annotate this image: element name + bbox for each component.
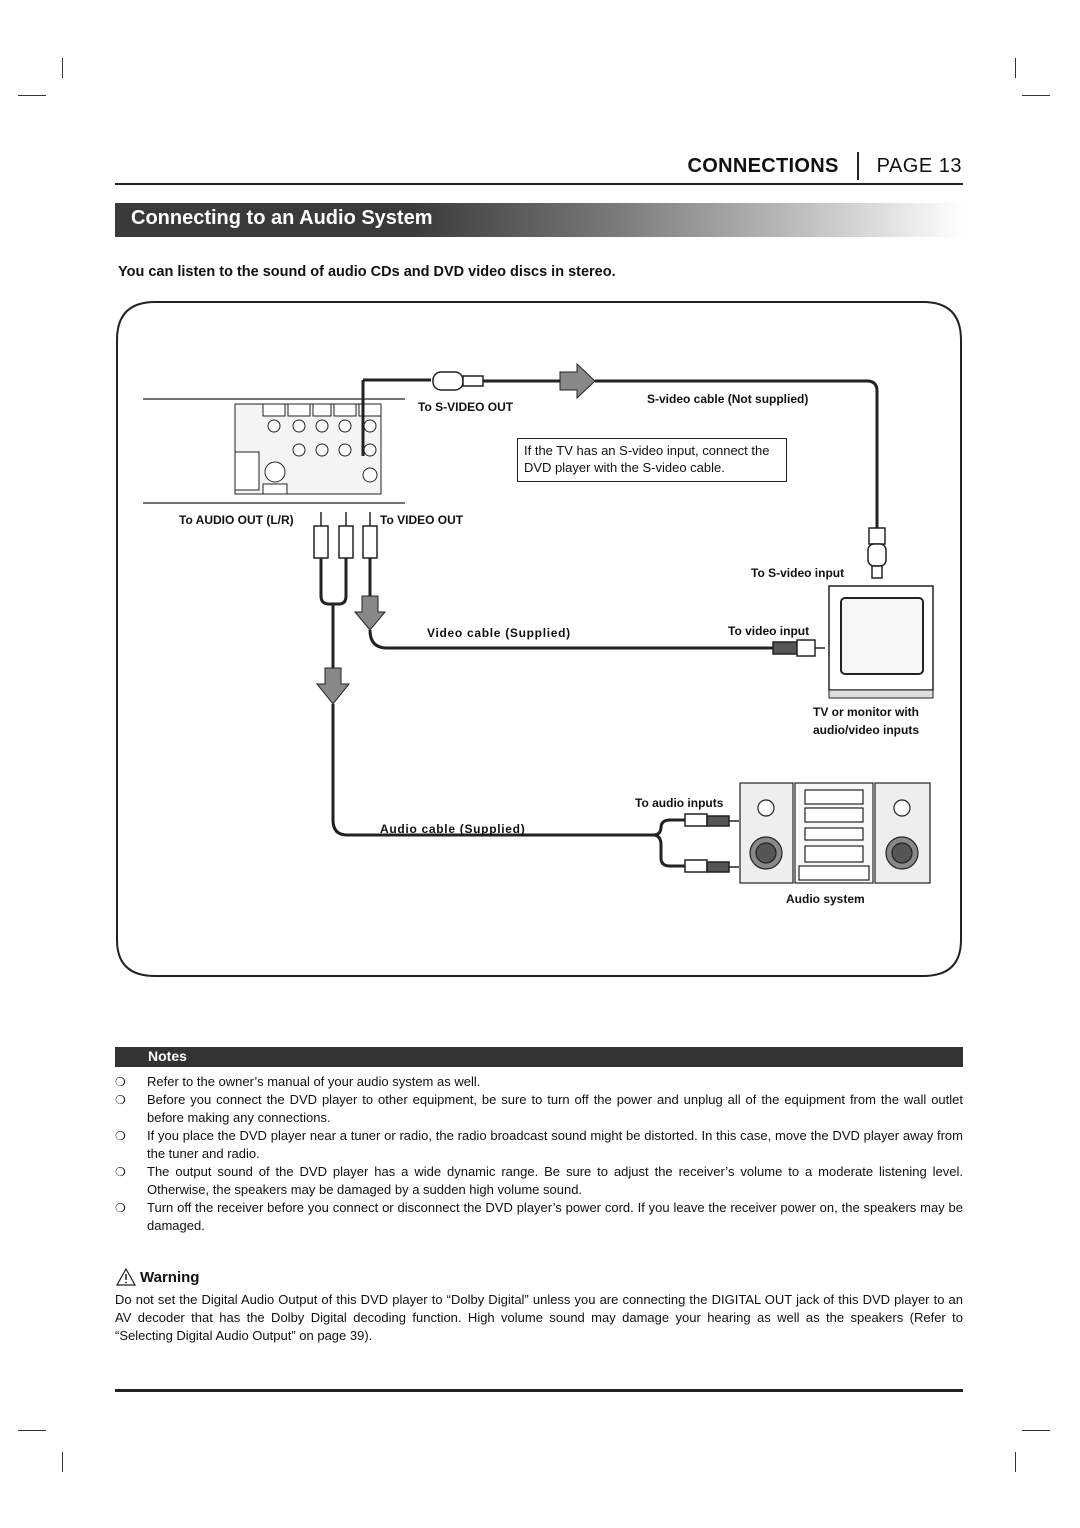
bullet-icon: ❍ [115, 1201, 126, 1215]
label-svideo-cable: S-video cable (Not supplied) [647, 392, 809, 406]
crop-mark [1015, 1452, 1016, 1472]
label-to-video-input: To video input [728, 624, 810, 638]
bullet-icon: ❍ [115, 1165, 126, 1179]
footer-rule [115, 1389, 963, 1392]
label-to-svideo-input: To S-video input [751, 566, 845, 580]
warning-text: Do not set the Digital Audio Output of t… [115, 1292, 963, 1343]
intro-text: You can listen to the sound of audio CDs… [118, 264, 616, 280]
bullet-icon: ❍ [115, 1075, 126, 1089]
list-item: ❍The output sound of the DVD player has … [115, 1164, 963, 1197]
rca-plug-tv [772, 639, 825, 657]
list-item: ❍Refer to the owner’s manual of your aud… [115, 1074, 481, 1089]
crop-mark [1022, 1430, 1050, 1431]
page-header: CONNECTIONS PAGE 13 [688, 152, 963, 180]
connection-diagram: To S-VIDEO OUT S-video cable (Not suppli… [115, 300, 963, 978]
crop-mark [62, 1452, 63, 1472]
crop-mark [1022, 95, 1050, 96]
page-title: Connecting to an Audio System [131, 207, 433, 229]
label-tv-caption-2: audio/video inputs [813, 723, 920, 737]
diagram-drawing [116, 301, 962, 977]
crop-mark [18, 1430, 46, 1431]
list-item: ❍If you place the DVD player near a tune… [115, 1128, 963, 1161]
label-tv-caption-1: TV or monitor with [813, 705, 919, 719]
warning-header: Warning [116, 1268, 199, 1286]
svideo-plug-tv [867, 527, 887, 579]
page-number: PAGE 13 [876, 154, 962, 177]
list-item: ❍Turn off the receiver before you connec… [115, 1200, 963, 1233]
notes-header: Notes [115, 1047, 963, 1067]
dvd-rear-panel [234, 403, 382, 495]
svideo-plug-top [432, 371, 484, 391]
header-rule [115, 183, 963, 185]
svideo-callout: If the TV has an S-video input, connect … [517, 438, 787, 482]
bullet-icon: ❍ [115, 1093, 126, 1107]
label-to-audio-inputs: To audio inputs [635, 796, 724, 810]
label-to-audio-out: To AUDIO OUT (L/R) [179, 513, 294, 527]
header-divider [856, 152, 859, 180]
crop-mark [62, 58, 63, 78]
label-audio-system: Audio system [786, 892, 865, 906]
warning-heading: Warning [140, 1268, 200, 1286]
label-audio-cable: Audio cable (Supplied) [380, 822, 526, 836]
warning-icon [116, 1268, 136, 1286]
label-to-svideo-out: To S-VIDEO OUT [418, 400, 514, 414]
crop-mark [18, 95, 46, 96]
notes-heading: Notes [148, 1048, 187, 1064]
list-item: ❍Before you connect the DVD player to ot… [115, 1092, 963, 1125]
crop-mark [1015, 58, 1016, 78]
audio-system [739, 782, 931, 884]
notes-list: ❍Refer to the owner’s manual of your aud… [115, 1073, 963, 1235]
title-band: Connecting to an Audio System [115, 203, 963, 237]
section-title: CONNECTIONS [687, 154, 839, 177]
label-video-cable: Video cable (Supplied) [427, 626, 571, 640]
label-to-video-out: To VIDEO OUT [380, 513, 464, 527]
rca-plugs-audio [684, 813, 739, 873]
bullet-icon: ❍ [115, 1129, 126, 1143]
tv-monitor [828, 585, 934, 699]
rca-plugs-dvd [313, 512, 378, 559]
